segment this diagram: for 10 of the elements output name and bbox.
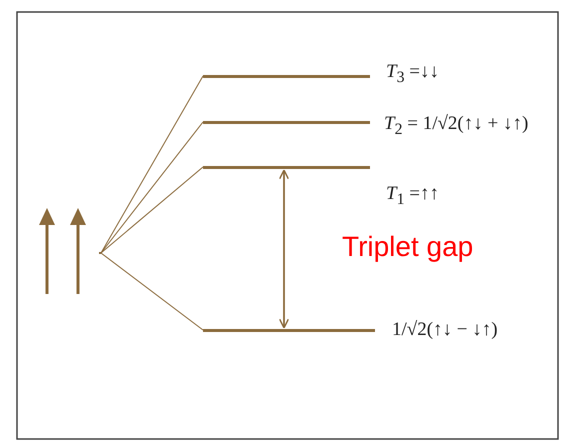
energy-level-line	[203, 166, 370, 169]
double-arrow	[278, 169, 290, 329]
state-formula: 1/√2(↑↓ − ↓↑)	[392, 320, 498, 339]
connector-line	[100, 76, 204, 254]
connector-line	[100, 252, 204, 330]
energy-level-line	[203, 75, 370, 78]
connector-line	[100, 122, 204, 254]
connector-line	[100, 166, 204, 254]
energy-level-line	[203, 329, 375, 332]
energy-level-line	[203, 121, 370, 124]
